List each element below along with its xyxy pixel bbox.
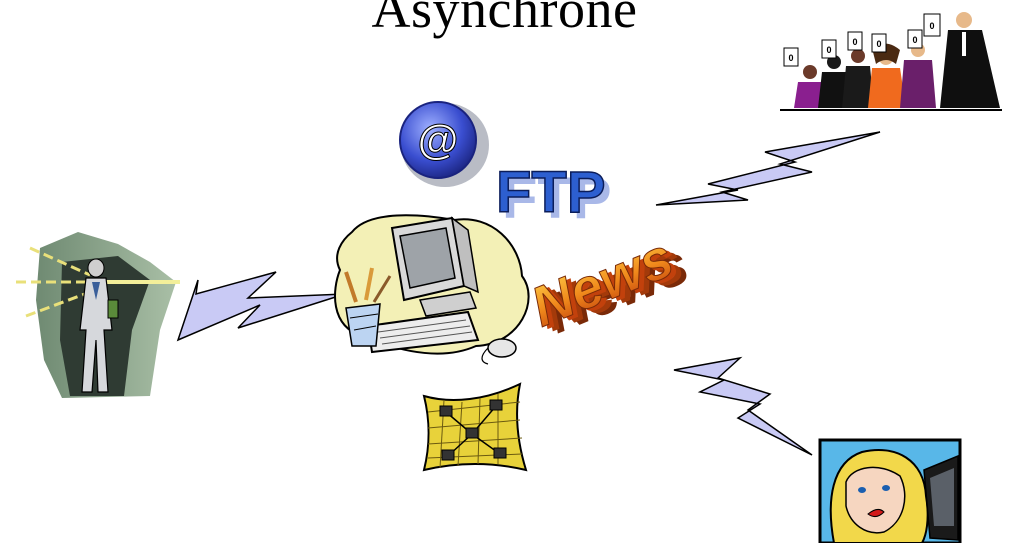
email-at-icon: @ (400, 102, 489, 187)
score-card: 0 (848, 32, 862, 50)
lightning-bolt-bottom-right (674, 358, 812, 455)
score-card: 0 (822, 40, 836, 58)
audience-person-4 (868, 43, 906, 108)
lightning-bolt-left (178, 272, 345, 340)
ftp-logo: FTP FTP (496, 160, 612, 231)
news-logo: News News News News (522, 221, 697, 350)
svg-text:0: 0 (826, 45, 831, 55)
ftp-text: FTP (496, 160, 606, 225)
score-card: 0 (924, 14, 940, 36)
computer-workstation-icon (335, 215, 529, 364)
svg-text:0: 0 (912, 35, 917, 45)
at-sign-text: @ (418, 116, 459, 163)
woman-at-monitor-icon (820, 440, 960, 543)
audience-person-5 (900, 43, 936, 108)
lightning-bolt-top-right (656, 132, 880, 205)
score-card: 0 (872, 34, 886, 52)
audience-person-6 (940, 12, 1000, 108)
svg-text:0: 0 (788, 53, 793, 63)
score-card: 0 (908, 30, 922, 48)
network-grid-icon (424, 384, 526, 470)
svg-text:0: 0 (929, 21, 934, 31)
svg-text:0: 0 (852, 37, 857, 47)
person-at-door-icon (16, 232, 180, 398)
score-card: 0 (784, 48, 798, 66)
audience-with-score-cards-icon: 0 0 0 0 0 0 (780, 12, 1002, 110)
svg-text:0: 0 (876, 39, 881, 49)
